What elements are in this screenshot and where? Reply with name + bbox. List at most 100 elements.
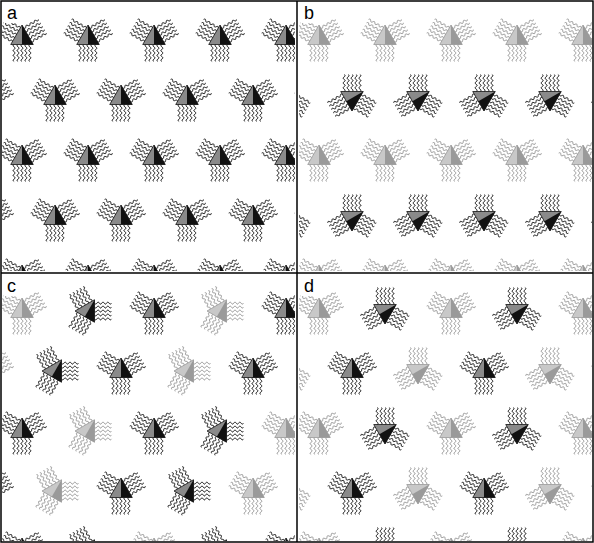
alkyl-chain <box>409 195 411 212</box>
triangular-core <box>176 205 199 225</box>
alkyl-chain <box>512 528 514 542</box>
alkyl-chain <box>94 266 109 271</box>
alkyl-chain <box>585 532 592 541</box>
alkyl-chain <box>277 45 279 62</box>
core-shading <box>352 358 363 378</box>
alkyl-chain <box>501 19 516 28</box>
alkyl-chain <box>252 225 254 242</box>
alkyl-chain <box>270 139 285 148</box>
core-shading <box>121 205 132 225</box>
triangular-core <box>473 358 496 378</box>
alkyl-chain <box>25 45 27 62</box>
core-shading <box>184 360 194 383</box>
alkyl-chain <box>508 288 510 305</box>
alkyl-chain <box>227 426 244 428</box>
triangular-core <box>440 418 463 438</box>
alkyl-chain <box>149 45 151 62</box>
alkyl-chain <box>585 412 592 421</box>
alkyl-chain <box>552 381 567 390</box>
core-shading <box>286 298 295 318</box>
triangular-core <box>539 92 562 112</box>
alkyl-chain <box>461 426 476 435</box>
alkyl-chain <box>329 306 344 315</box>
alkyl-chain <box>461 306 476 315</box>
alkyl-chain <box>285 438 287 455</box>
alkyl-chain <box>112 498 114 515</box>
alkyl-chain <box>186 225 188 242</box>
alkyl-chain <box>545 75 547 92</box>
alkyl-chain <box>182 105 184 122</box>
alkyl-chain <box>95 434 112 436</box>
alkyl-chain <box>194 370 211 372</box>
triangular-core <box>275 265 295 271</box>
core-shading <box>319 25 330 45</box>
alkyl-chain <box>230 153 245 162</box>
alkyl-chain <box>329 426 344 435</box>
alkyl-chain <box>461 153 476 162</box>
alkyl-chain <box>586 45 588 62</box>
core-shading <box>286 25 295 45</box>
alkyl-chain <box>157 165 159 182</box>
alkyl-chain <box>475 498 477 515</box>
alkyl-chain <box>62 362 79 364</box>
alkyl-chain <box>248 378 250 395</box>
triangular-core <box>275 145 295 165</box>
alkyl-chain <box>585 259 592 268</box>
alkyl-chain <box>442 318 444 335</box>
alkyl-chain <box>343 378 345 395</box>
alkyl-chain <box>574 45 576 62</box>
alkyl-chain <box>329 153 344 162</box>
core-shading <box>253 358 264 378</box>
alkyl-chain <box>520 288 522 305</box>
alkyl-chain <box>329 33 344 42</box>
alkyl-chain <box>162 270 177 271</box>
alkyl-chain <box>516 288 518 305</box>
alkyl-chain <box>281 438 283 455</box>
alkyl-chain <box>91 45 93 62</box>
triangular-core <box>473 92 496 112</box>
triangular-core <box>44 85 67 105</box>
alkyl-chain <box>138 412 153 421</box>
alkyl-chain <box>520 408 522 425</box>
alkyl-chain <box>299 378 304 387</box>
alkyl-chain <box>83 527 92 541</box>
core-shading <box>220 25 231 45</box>
alkyl-chain <box>516 45 518 62</box>
core-shading <box>187 205 198 225</box>
alkyl-chain <box>83 287 92 302</box>
core-shading <box>22 25 33 45</box>
alkyl-chain <box>512 408 514 425</box>
alkyl-chain <box>578 165 580 182</box>
core-shading <box>52 480 62 503</box>
core-shading <box>583 418 592 438</box>
alkyl-chain <box>62 494 79 496</box>
alkyl-chain <box>2 366 13 375</box>
alkyl-chain <box>164 306 179 315</box>
triangular-core <box>242 478 265 498</box>
alkyl-chain <box>17 45 19 62</box>
alkyl-chain <box>95 306 112 308</box>
triangular-core <box>77 25 100 45</box>
triangular-core <box>440 145 463 165</box>
alkyl-chain <box>384 408 386 425</box>
alkyl-chain <box>290 416 295 425</box>
alkyl-chain <box>347 75 349 92</box>
alkyl-chain <box>435 412 450 421</box>
packing-panel <box>2 287 295 541</box>
alkyl-chain <box>204 19 219 28</box>
triangular-core <box>440 265 463 271</box>
alkyl-chain <box>409 348 411 365</box>
alkyl-chain <box>351 378 353 395</box>
core-shading <box>184 480 194 503</box>
alkyl-chain <box>252 105 254 122</box>
alkyl-chain <box>194 482 211 484</box>
alkyl-chain <box>116 498 118 515</box>
triangular-core <box>11 418 34 438</box>
alkyl-chain <box>526 94 541 103</box>
alkyl-chain <box>413 195 415 212</box>
alkyl-chain <box>2 93 13 102</box>
alkyl-chain <box>112 378 114 395</box>
alkyl-chain <box>578 438 580 455</box>
